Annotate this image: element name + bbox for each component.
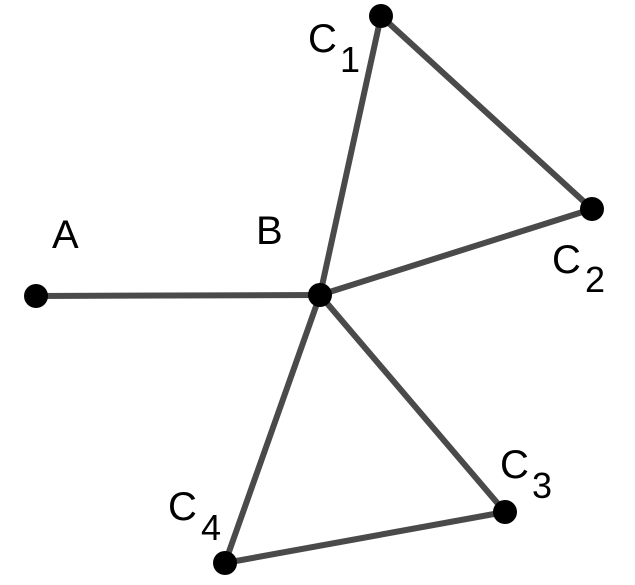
graph-edges (33, 13, 595, 566)
node-c4 (213, 551, 237, 575)
node-a (24, 284, 48, 308)
edge-a-b (33, 292, 323, 299)
graph-nodes (24, 4, 604, 575)
node-label-a: A (52, 213, 79, 257)
node-subscript-c2: 2 (585, 259, 605, 300)
node-subscript-c3: 3 (532, 465, 552, 506)
node-subscript-c1: 1 (340, 39, 360, 80)
node-c2 (580, 197, 604, 221)
node-label-b: B (256, 209, 283, 253)
edge-b-c1 (317, 13, 384, 298)
edge-c3-c4 (222, 509, 508, 566)
node-label-c2: C (552, 238, 581, 282)
edge-c2-b (317, 206, 595, 298)
node-c3 (493, 500, 517, 524)
graph-labels: A B C 1 C 2 C 3 C 4 (52, 17, 605, 548)
node-label-c3: C (500, 443, 529, 487)
node-c1 (369, 4, 393, 28)
node-label-c1: C (308, 17, 337, 61)
node-b (308, 283, 332, 307)
edge-c1-c2 (378, 13, 595, 212)
edge-b-c3 (317, 292, 508, 515)
edge-c4-b (222, 292, 323, 566)
node-label-c4: C (168, 485, 197, 529)
node-subscript-c4: 4 (201, 507, 221, 548)
